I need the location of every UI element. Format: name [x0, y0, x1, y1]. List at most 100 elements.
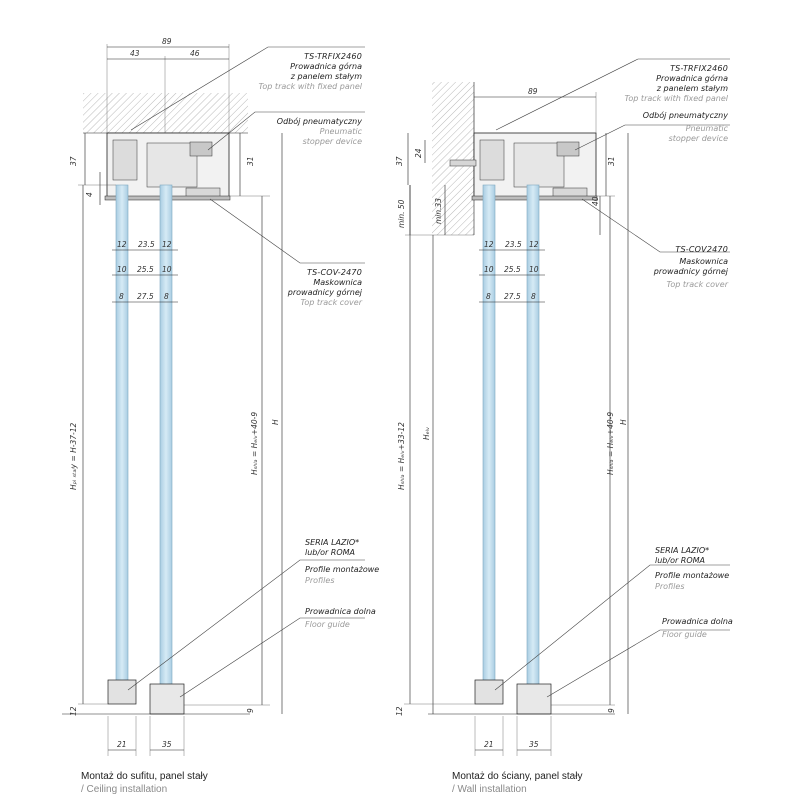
- dim-leaf-height: Hₛₕₗₐ = Hₑₗᵥ+40-9: [250, 412, 259, 475]
- dim-9: 9: [246, 708, 255, 713]
- label-floor-guide-en: Floor guide: [662, 630, 707, 639]
- gap-3c: 8: [531, 292, 536, 301]
- ceiling-installation: 89 43 46 37 4 Hₚₗ ₛₜₐₗy = H-37-12 12 31 …: [62, 37, 379, 756]
- wall-installation: 89 37 24 min. 50 min.33 Hₛₕₗₐ = Hₑₗᵥ+33-…: [395, 58, 733, 756]
- dim-elevation: Hₑₗᵥ: [422, 427, 431, 440]
- gap-2a: 10: [117, 265, 127, 274]
- dim-left-width: 43: [130, 49, 140, 58]
- gap-1a: 12: [117, 240, 127, 249]
- label-stopper-en2: stopper device: [303, 137, 362, 146]
- label-top-track-en: Top track with fixed panel: [625, 94, 729, 103]
- label-seria-1: SERIA LAZIO*: [655, 546, 709, 555]
- dim-total-width: 89: [528, 87, 538, 96]
- floor-profile: [474, 679, 504, 705]
- wall-anchor: [449, 159, 477, 167]
- gap-2c: 10: [162, 265, 172, 274]
- gap-1c: 12: [529, 240, 539, 249]
- label-seria-1: SERIA LAZIO*: [305, 538, 359, 547]
- ceiling-caption-pl: Montaż do sufitu, panel stały: [81, 771, 208, 782]
- label-profiles-pl: Profile montażowe: [305, 565, 379, 574]
- wall-caption: Montaż do ściany, panel stały / Wall ins…: [452, 770, 582, 796]
- sliding-glass-panel: [526, 184, 540, 686]
- label-top-track-en: Top track with fixed panel: [259, 82, 363, 91]
- dim-24: 24: [414, 148, 423, 158]
- label-top-track-pl1: Prowadnica górna: [656, 73, 728, 83]
- dim-37: 37: [69, 156, 78, 166]
- sliding-glass-panel: [159, 184, 173, 686]
- gap-2a: 10: [484, 265, 494, 274]
- label-stopper-en2: stopper device: [669, 134, 728, 143]
- wall-slab: [432, 82, 474, 235]
- dim-panel-height: Hₛₕₗₐ = Hₑₗᵥ+33-12: [397, 422, 406, 490]
- dim-35: 35: [529, 740, 539, 749]
- label-top-track-code: TS-TRFIX2460: [304, 52, 362, 61]
- dim-total-width: 89: [162, 37, 172, 46]
- label-profiles-pl: Profile montażowe: [655, 571, 729, 580]
- label-cover-pl1: Maskownica: [679, 257, 728, 266]
- label-stopper-pl: Odbój pneumatyczny: [643, 110, 728, 120]
- label-cover-pl2: prowadnicy górnej: [287, 287, 363, 297]
- label-cover-pl2: prowadnicy górnej: [653, 266, 729, 276]
- label-stopper-en1: Pneumatic: [686, 124, 729, 133]
- dim-leaf-height: Hₛₕₗₐ = Hₑₗᵥ+40-9: [606, 412, 615, 475]
- gap-3a: 8: [119, 292, 124, 301]
- label-top-track-pl1: Prowadnica górna: [290, 61, 362, 71]
- floor-guide: [149, 683, 185, 715]
- gap-1c: 12: [162, 240, 172, 249]
- dim-21: 21: [117, 740, 127, 749]
- ceiling-caption: Montaż do sufitu, panel stały / Ceiling …: [81, 770, 208, 796]
- label-floor-guide-pl: Prowadnica dolna: [305, 607, 376, 616]
- label-cover-code: TS-COV-2470: [307, 268, 362, 277]
- dim-right-width: 46: [190, 49, 200, 58]
- label-profiles-en: Profiles: [655, 582, 685, 591]
- dim-4: 4: [85, 192, 94, 197]
- wall-caption-pl: Montaż do ściany, panel stały: [452, 771, 583, 782]
- gap-2b: 25.5: [504, 265, 521, 274]
- dim-40: 40: [591, 196, 600, 206]
- label-top-track-pl2: z panelem stałym: [656, 84, 728, 93]
- gap-3b: 27.5: [504, 292, 521, 301]
- ceiling-slab: [83, 93, 248, 133]
- label-stopper-pl: Odbój pneumatyczny: [277, 116, 362, 126]
- gap-3a: 8: [486, 292, 491, 301]
- wall-caption-en: / Wall installation: [452, 784, 527, 795]
- gap-3b: 27.5: [137, 292, 154, 301]
- dim-35: 35: [162, 740, 172, 749]
- dim-9: 9: [607, 708, 616, 713]
- label-stopper-en1: Pneumatic: [320, 127, 363, 136]
- dim-total-height: H: [619, 419, 628, 425]
- label-floor-guide-en: Floor guide: [305, 620, 350, 629]
- label-top-track-code: TS-TRFIX2460: [670, 64, 728, 73]
- label-profiles-en: Profiles: [305, 576, 335, 585]
- dim-12-bottom: 12: [395, 706, 404, 716]
- dim-31: 31: [607, 156, 616, 166]
- dim-min33: min.33: [434, 198, 443, 224]
- gap-1b: 23.5: [505, 240, 522, 249]
- dim-total-height: H: [271, 419, 280, 425]
- dim-panel-height: Hₚₗ ₛₜₐₗy = H-37-12: [69, 422, 78, 490]
- gap-1a: 12: [484, 240, 494, 249]
- label-seria-2: lub/or ROMA: [655, 556, 705, 565]
- ceiling-caption-en: / Ceiling installation: [81, 784, 168, 795]
- dim-37: 37: [395, 156, 404, 166]
- dim-21: 21: [484, 740, 494, 749]
- label-floor-guide-pl: Prowadnica dolna: [662, 617, 733, 626]
- fixed-glass-panel: [115, 184, 129, 686]
- floor-profile: [107, 679, 137, 705]
- floor-guide: [516, 683, 552, 715]
- label-cover-en: Top track cover: [666, 280, 728, 289]
- label-cover-code: TS-COV2470: [675, 245, 728, 254]
- dim-31: 31: [246, 156, 255, 166]
- gap-1b: 23.5: [138, 240, 155, 249]
- fixed-glass-panel: [482, 184, 496, 686]
- label-cover-pl1: Maskownica: [313, 278, 362, 287]
- dim-12-bottom: 12: [69, 706, 78, 716]
- label-seria-2: lub/or ROMA: [305, 548, 355, 557]
- label-top-track-pl2: z panelem stałym: [290, 72, 362, 81]
- dim-min50: min. 50: [397, 199, 406, 228]
- gap-2c: 10: [529, 265, 539, 274]
- gap-3c: 8: [164, 292, 169, 301]
- gap-2b: 25.5: [137, 265, 154, 274]
- label-cover-en: Top track cover: [300, 298, 362, 307]
